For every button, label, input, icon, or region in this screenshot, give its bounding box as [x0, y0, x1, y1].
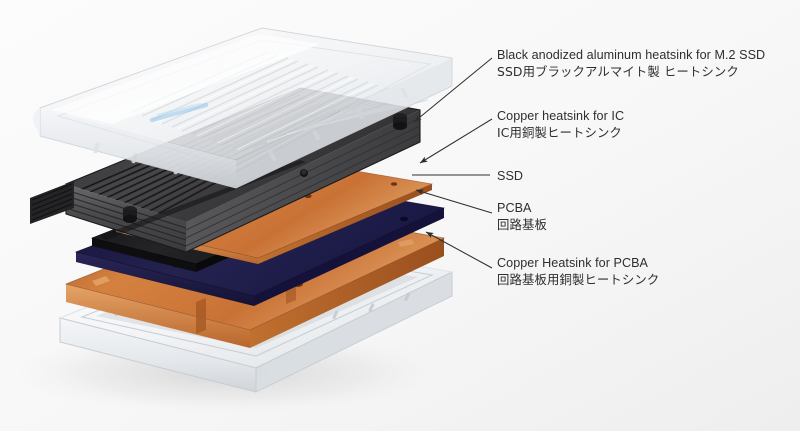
leader-line-pcba	[415, 189, 493, 214]
callout-jp-text: SSD用ブラックアルマイト製 ヒートシンク	[497, 63, 739, 79]
brand-print	[149, 102, 209, 123]
leader-line-black-anodized-heatsink	[413, 57, 493, 123]
leader-line-copper-heatsink-ic	[419, 118, 493, 164]
callout-en-text: Copper heatsink for IC	[497, 109, 625, 123]
callout-ssd: SSD	[497, 168, 523, 185]
leader-line-copper-heatsink-pcba	[425, 231, 493, 269]
heatsink-screw-post-right	[393, 113, 407, 130]
callout-copper-heatsink-ic: Copper heatsink for IC IC用銅製ヒートシンク	[497, 108, 624, 141]
callout-en-text: SSD	[497, 169, 524, 183]
black-anodized-aluminum-heatsink	[30, 87, 421, 253]
callout-copper-heatsink-pcba: Copper Heatsink for PCBA 回路基板用銅製ヒートシンク	[497, 255, 659, 288]
heatsink-screw-post-front	[123, 206, 137, 223]
callout-en-text: PCBA	[497, 201, 532, 215]
callout-jp-text: 回路基板用銅製ヒートシンク	[497, 271, 660, 287]
callout-en-text: Black anodized aluminum heatsink for M.2…	[497, 48, 766, 62]
callout-pcba: PCBA 回路基板	[497, 200, 547, 233]
callout-leader-lines	[412, 57, 493, 269]
callout-jp-text: IC用銅製ヒートシンク	[497, 124, 622, 140]
callout-black-anodized-heatsink: Black anodized aluminum heatsink for M.2…	[497, 47, 765, 80]
callout-en-text: Copper Heatsink for PCBA	[497, 256, 648, 270]
callout-jp-text: 回路基板	[497, 216, 547, 232]
top-clear-housing	[32, 27, 453, 189]
